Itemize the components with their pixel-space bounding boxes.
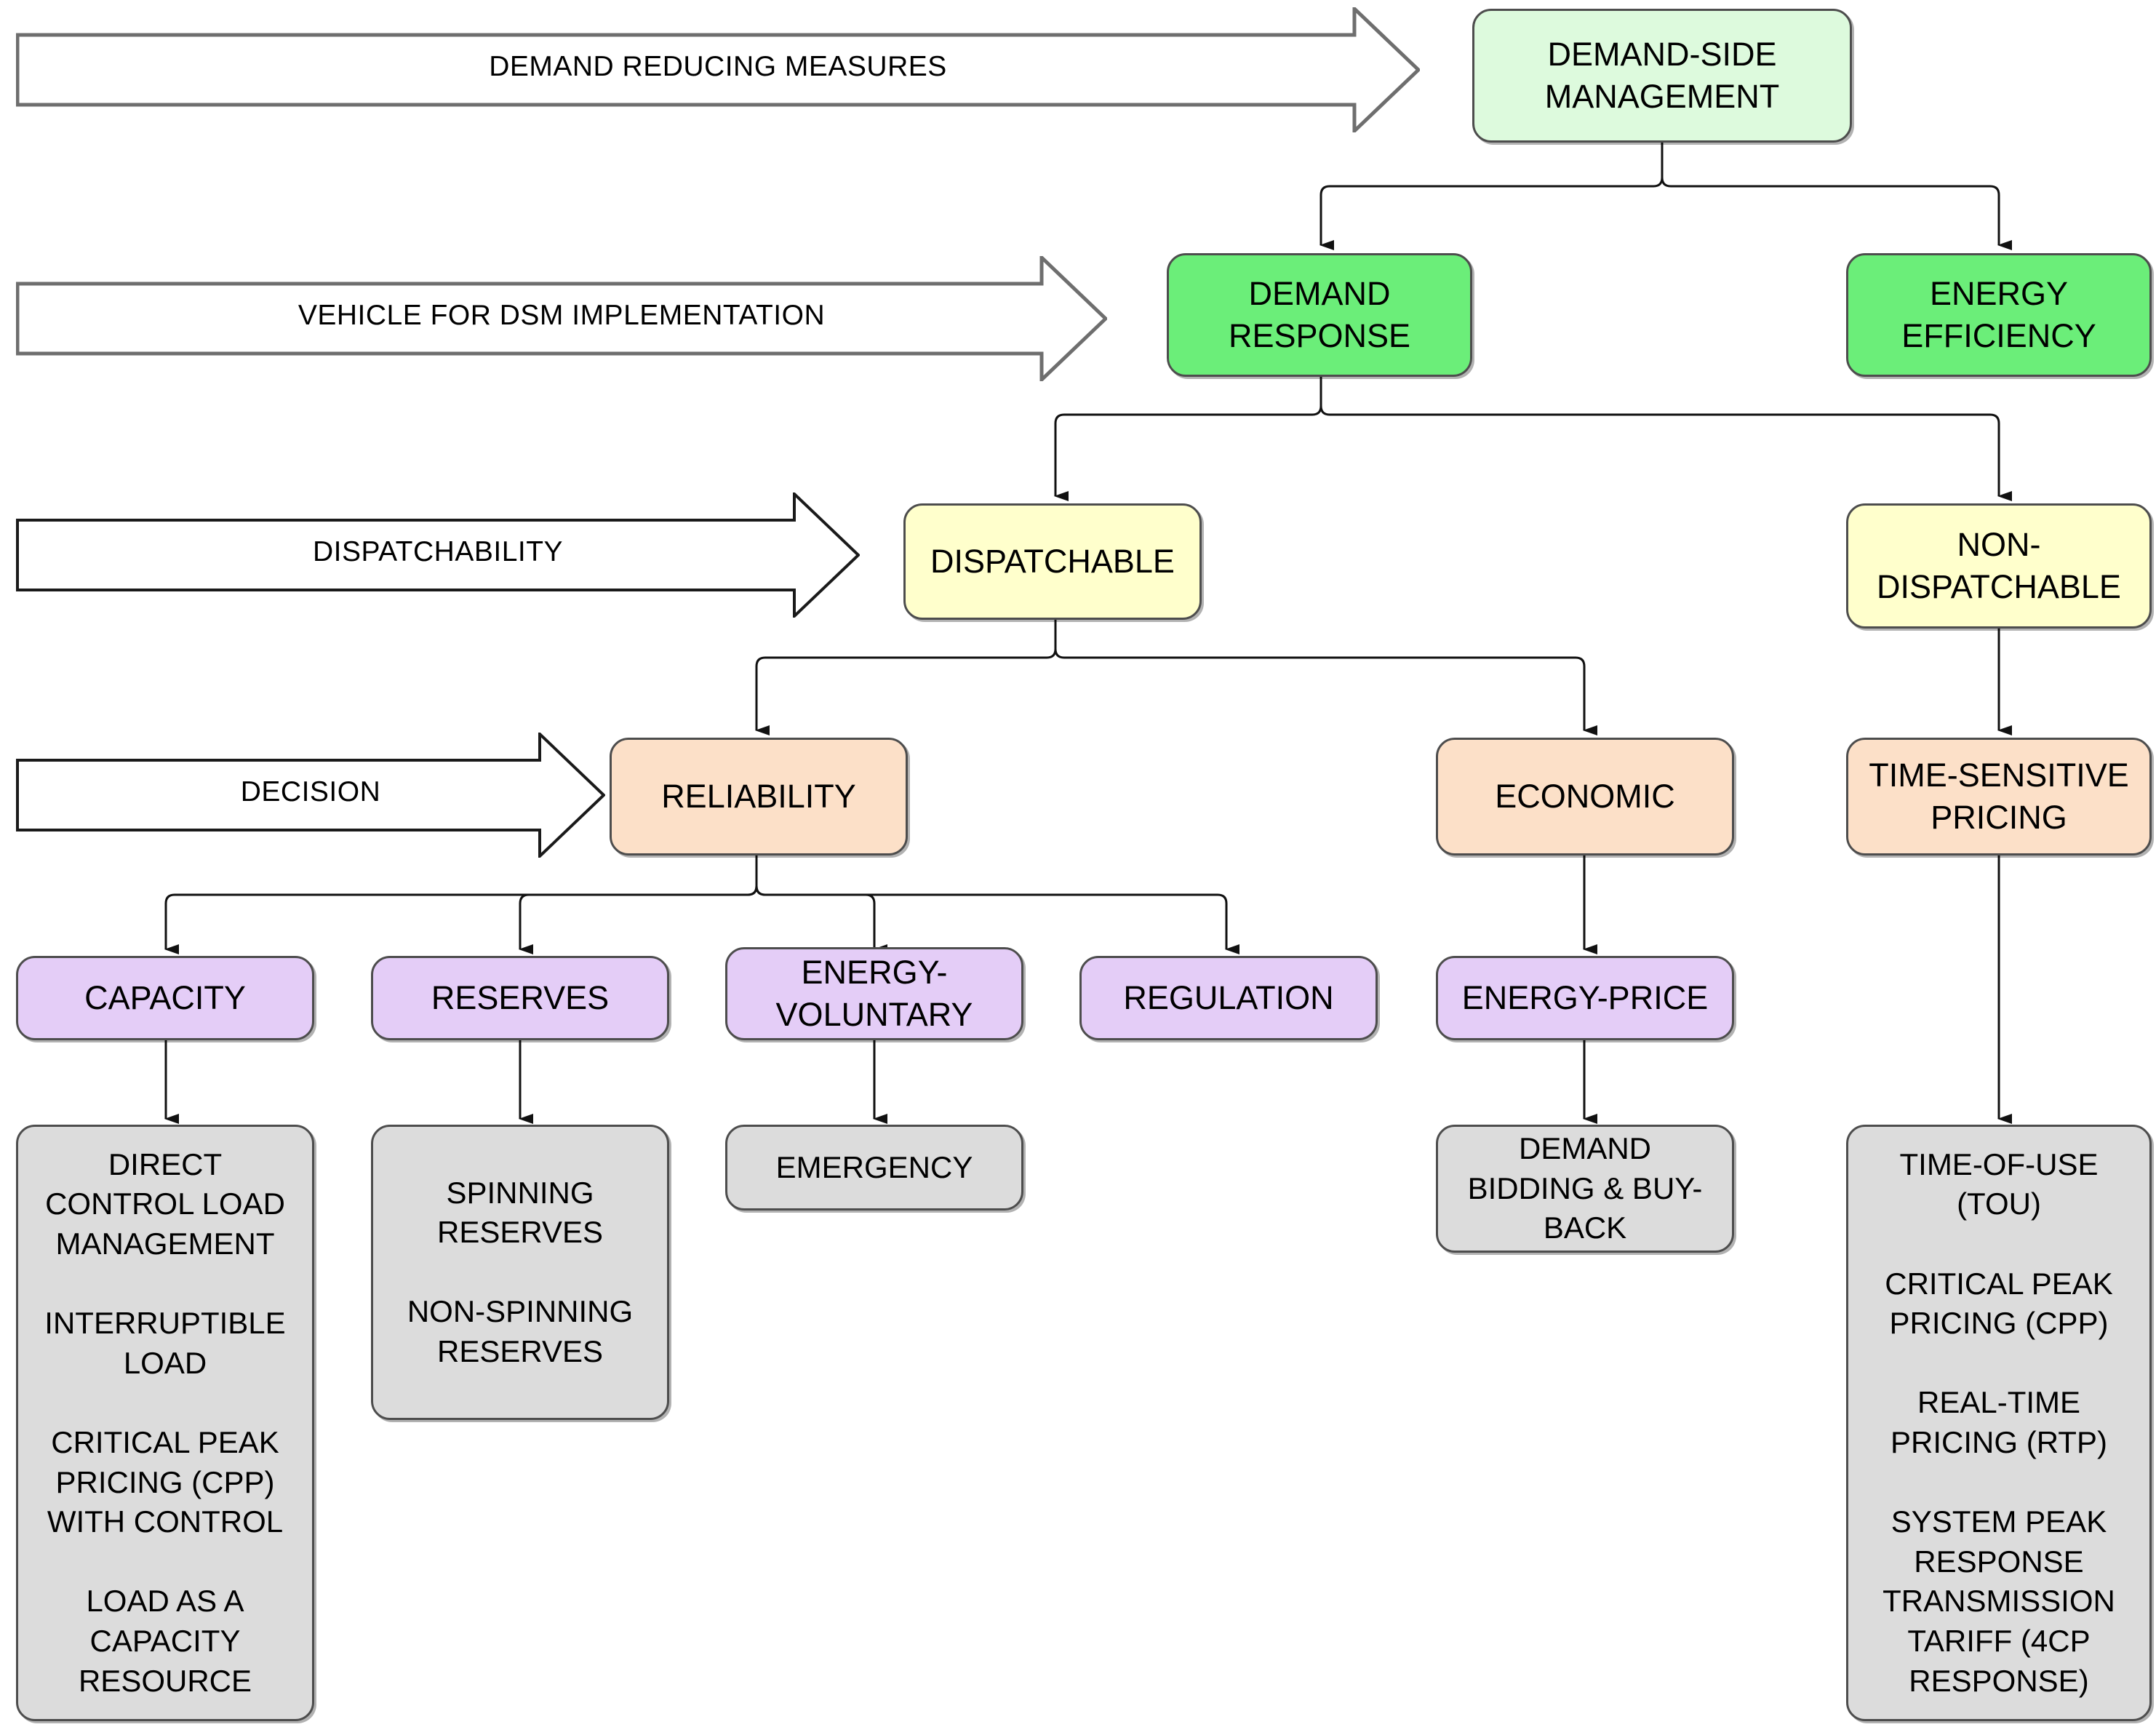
node-label: DISPATCHABLE — [930, 542, 1175, 580]
node-label: DIRECT CONTROL LOAD MANAGEMENT INTERRUPT… — [44, 1146, 286, 1698]
node-reserves[interactable]: RESERVES — [371, 956, 669, 1040]
node-label: TIME-SENSITIVE PRICING — [1869, 756, 2129, 837]
node-label: RESERVES — [431, 978, 610, 1016]
node-demand-side-management[interactable]: DEMAND-SIDE MANAGEMENT — [1472, 9, 1852, 143]
banner-demand-reducing-measures: DEMAND REDUCING MEASURES — [16, 7, 1420, 132]
banner-label: VEHICLE FOR DSM IMPLEMENTATION — [298, 300, 826, 331]
node-label: ENERGY- VOLUNTARY — [775, 953, 973, 1034]
node-label: SPINNING RESERVES NON-SPINNING RESERVES — [407, 1175, 634, 1368]
node-label: RELIABILITY — [661, 777, 856, 815]
node-non-dispatchable[interactable]: NON- DISPATCHABLE — [1846, 503, 2152, 629]
node-dispatchable[interactable]: DISPATCHABLE — [903, 503, 1202, 620]
node-energy-price[interactable]: ENERGY-PRICE — [1436, 956, 1734, 1040]
node-label: DEMAND-SIDE MANAGEMENT — [1544, 35, 1780, 116]
node-label: CAPACITY — [84, 978, 246, 1016]
banner-decision: DECISION — [16, 733, 605, 858]
node-demand-bidding-buyback[interactable]: DEMAND BIDDING & BUY- BACK — [1436, 1125, 1734, 1253]
node-energy-efficiency[interactable]: ENERGY EFFICIENCY — [1846, 253, 2152, 377]
node-label: TIME-OF-USE (TOU) CRITICAL PEAK PRICING … — [1882, 1146, 2115, 1698]
node-label: DEMAND RESPONSE — [1228, 274, 1411, 355]
node-label: EMERGENCY — [775, 1149, 973, 1184]
banner-dispatchability: DISPATCHABILITY — [16, 492, 860, 618]
node-label: ECONOMIC — [1495, 777, 1675, 815]
node-label: ENERGY-PRICE — [1461, 978, 1709, 1016]
node-demand-response[interactable]: DEMAND RESPONSE — [1167, 253, 1472, 377]
banner-label: DECISION — [240, 776, 381, 807]
node-regulation[interactable]: REGULATION — [1079, 956, 1378, 1040]
node-capacity-programs[interactable]: DIRECT CONTROL LOAD MANAGEMENT INTERRUPT… — [16, 1125, 314, 1721]
banner-label: DEMAND REDUCING MEASURES — [489, 51, 947, 82]
node-economic[interactable]: ECONOMIC — [1436, 738, 1734, 855]
banner-vehicle-for-dsm-implementation: VEHICLE FOR DSM IMPLEMENTATION — [16, 256, 1107, 381]
node-label: ENERGY EFFICIENCY — [1901, 274, 2096, 355]
node-label: NON- DISPATCHABLE — [1877, 525, 2121, 606]
node-label: REGULATION — [1123, 978, 1334, 1016]
banner-label: DISPATCHABILITY — [312, 536, 564, 567]
node-reliability[interactable]: RELIABILITY — [610, 738, 908, 855]
node-reserves-programs[interactable]: SPINNING RESERVES NON-SPINNING RESERVES — [371, 1125, 669, 1420]
node-pricing-programs[interactable]: TIME-OF-USE (TOU) CRITICAL PEAK PRICING … — [1846, 1125, 2152, 1721]
node-emergency[interactable]: EMERGENCY — [725, 1125, 1023, 1210]
node-energy-voluntary[interactable]: ENERGY- VOLUNTARY — [725, 947, 1023, 1040]
node-time-sensitive-pricing[interactable]: TIME-SENSITIVE PRICING — [1846, 738, 2152, 855]
node-capacity[interactable]: CAPACITY — [16, 956, 314, 1040]
node-label: DEMAND BIDDING & BUY- BACK — [1467, 1131, 1703, 1245]
